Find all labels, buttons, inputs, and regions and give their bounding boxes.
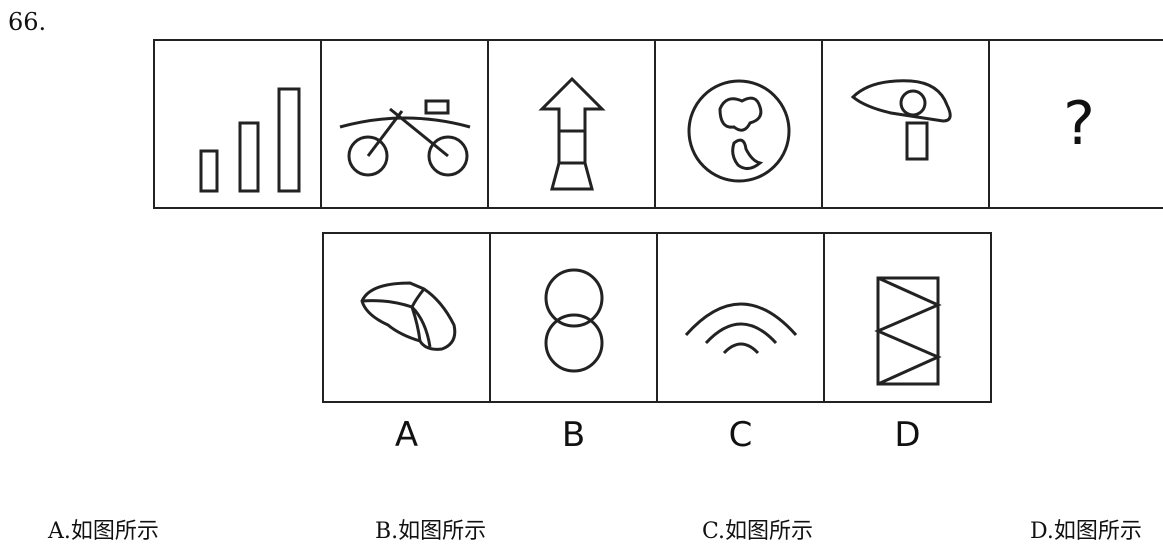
zigzag-box-icon (873, 276, 942, 385)
candidate-letter-d: D (894, 415, 921, 455)
sequence-cell-3 (487, 39, 656, 209)
candidate-row (322, 232, 992, 403)
question-number: 66. (8, 8, 47, 36)
unknown-cell: ? (988, 39, 1163, 209)
candidate-cell-c[interactable] (656, 232, 825, 403)
candidate-letter-a: A (394, 415, 419, 455)
arcs-icon (684, 302, 797, 354)
candidate-cell-d[interactable] (823, 232, 992, 403)
globe-icon (687, 79, 790, 183)
option-d[interactable]: D.如图所示 (1030, 519, 1142, 544)
sequence-cell-2 (320, 39, 489, 209)
rock-icon (359, 280, 456, 351)
candidate-letter-b: B (561, 415, 586, 455)
overlapping-circles-icon (544, 268, 603, 372)
candidate-cell-a[interactable] (322, 232, 491, 403)
bicycle-icon (339, 99, 470, 177)
arrow-tower-icon (537, 76, 606, 191)
sequence-cell-5 (821, 39, 990, 209)
candidate-letter-c: C (728, 415, 753, 455)
sequence-cell-1 (153, 39, 322, 209)
candidate-cell-b[interactable] (489, 232, 658, 403)
question-mark: ? (1063, 89, 1095, 159)
sequence-cell-4 (654, 39, 823, 209)
bar-chart-icon (199, 87, 300, 193)
sequence-row: ? (153, 39, 1163, 209)
bird-head-icon (850, 79, 952, 161)
candidate-letters: A B C D (322, 415, 992, 455)
answer-options: A.如图所示 B.如图所示 C.如图所示 D.如图所示 (0, 513, 1163, 544)
option-a[interactable]: A.如图所示 (48, 519, 159, 544)
option-b[interactable]: B.如图所示 (375, 519, 487, 544)
option-c[interactable]: C.如图所示 (702, 519, 814, 544)
